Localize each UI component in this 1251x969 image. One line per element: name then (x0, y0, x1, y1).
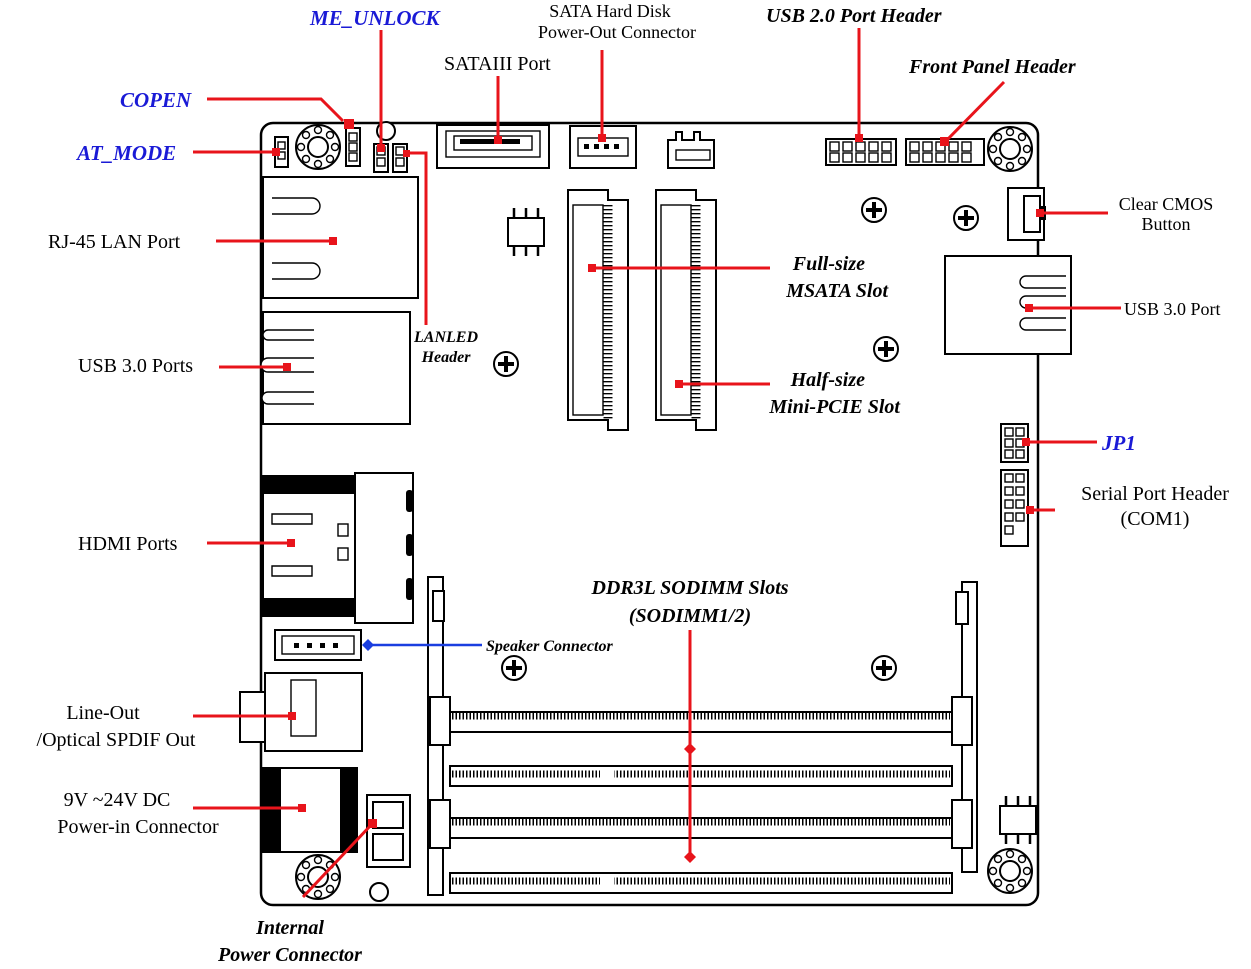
sataiii-port (436, 124, 550, 169)
label-lanled-line2: Header (421, 349, 472, 366)
label-me-unlock: ME_UNLOCK (309, 6, 442, 30)
label-serial-line1: Serial Port Header (1081, 483, 1229, 505)
leader-minipcie (675, 380, 770, 388)
label-usb30-port: USB 3.0 Port (1124, 299, 1221, 319)
label-copen: COPEN (120, 88, 192, 112)
leader-clear-cmos (1036, 209, 1108, 217)
label-internal-line2: Power Connector (217, 944, 362, 966)
mounting-hole-bottom-left (295, 854, 341, 900)
leader-dc-power (193, 804, 306, 812)
board-notch-bottom (369, 882, 389, 902)
copen-jumper (345, 127, 361, 167)
label-sodimm-line1: DDR3L SODIMM Slots (590, 577, 788, 599)
label-clear-cmos-line1: Clear CMOS (1119, 194, 1214, 214)
standoff-1 (861, 197, 887, 223)
leader-rj45 (216, 237, 337, 245)
internal-power-connector (366, 794, 411, 868)
label-msata-line2: MSATA Slot (785, 280, 889, 302)
label-clear-cmos-line2: Button (1141, 214, 1190, 234)
leader-line-out (193, 712, 296, 720)
mosfet-bottom (999, 796, 1037, 844)
mounting-hole-bottom-right (987, 848, 1033, 894)
label-sata-power-line1: SATA Hard Disk (549, 1, 671, 21)
leader-usb30-right (1025, 304, 1121, 312)
serial-port-header-com1 (1000, 469, 1029, 547)
label-jp1: JP1 (1101, 431, 1136, 455)
label-line-out-line2: /Optical SPDIF Out (37, 729, 196, 751)
leader-serial (1026, 506, 1055, 514)
sodimm-slot-2 (429, 799, 973, 894)
full-size-msata-slot (567, 189, 629, 431)
label-minipcie-line1: Half-size (790, 369, 866, 391)
leader-front-panel (940, 80, 1006, 146)
leader-lanled (403, 150, 428, 325)
leader-usb20 (855, 28, 863, 142)
fan-connector (667, 131, 715, 169)
label-dc-line1: 9V ~24V DC (64, 789, 171, 811)
label-rj45: RJ-45 LAN Port (48, 231, 181, 253)
usb20-header (825, 138, 897, 166)
label-hdmi: HDMI Ports (78, 533, 178, 555)
hdmi-ports (262, 472, 414, 624)
label-minipcie-line2: Mini-PCIE Slot (768, 396, 901, 418)
leader-copen (207, 97, 354, 129)
label-msata-line1: Full-size (792, 253, 865, 275)
leader-jp1 (1022, 438, 1097, 446)
leader-at-mode (193, 148, 280, 156)
leader-me-unlock (377, 30, 385, 152)
sata-power-connector (569, 125, 637, 169)
label-serial-line2: (COM1) (1121, 508, 1190, 530)
leader-internal-power (301, 819, 377, 899)
standoff-4 (873, 336, 899, 362)
label-dc-line2: Power-in Connector (57, 816, 219, 838)
label-line-out-line1: Line-Out (66, 702, 140, 724)
mounting-hole-top-right (987, 126, 1033, 172)
mosfet-top (507, 208, 545, 256)
lanled-header (392, 143, 408, 173)
dc-power-in-connector (262, 767, 358, 853)
line-out-spdif-jack (239, 672, 363, 752)
label-lanled-line1: LANLED (413, 329, 478, 346)
pcb-board-outline (259, 121, 1040, 907)
speaker-connector (274, 629, 362, 661)
standoff-3 (493, 351, 519, 377)
label-usb20-header: USB 2.0 Port Header (766, 5, 942, 27)
usb30-port-right (944, 255, 1072, 355)
label-usb30-ports: USB 3.0 Ports (78, 355, 193, 377)
label-sata-power-line2: Power-Out Connector (538, 22, 696, 42)
leader-usb30-ports (219, 363, 291, 371)
leader-sataiii (494, 76, 502, 144)
half-size-mini-pcie-slot (655, 189, 717, 431)
rj45-lan-port (262, 176, 419, 299)
label-at-mode: AT_MODE (75, 141, 176, 165)
standoff-6 (871, 655, 897, 681)
mounting-hole-top-left (295, 124, 341, 170)
standoff-5 (501, 655, 527, 681)
label-front-panel: Front Panel Header (908, 56, 1076, 78)
leader-msata (588, 264, 770, 272)
leader-hdmi (207, 539, 295, 547)
label-sodimm-line2: (SODIMM1/2) (629, 605, 751, 627)
label-internal-line1: Internal (255, 917, 324, 939)
standoff-2 (953, 205, 979, 231)
label-sataiii: SATAIII Port (444, 53, 551, 75)
leader-speaker (362, 639, 482, 651)
clear-cmos-button (1007, 187, 1046, 241)
label-speaker: Speaker Connector (486, 638, 613, 655)
leader-sodimm (684, 630, 696, 863)
leader-sata-power (598, 50, 606, 142)
